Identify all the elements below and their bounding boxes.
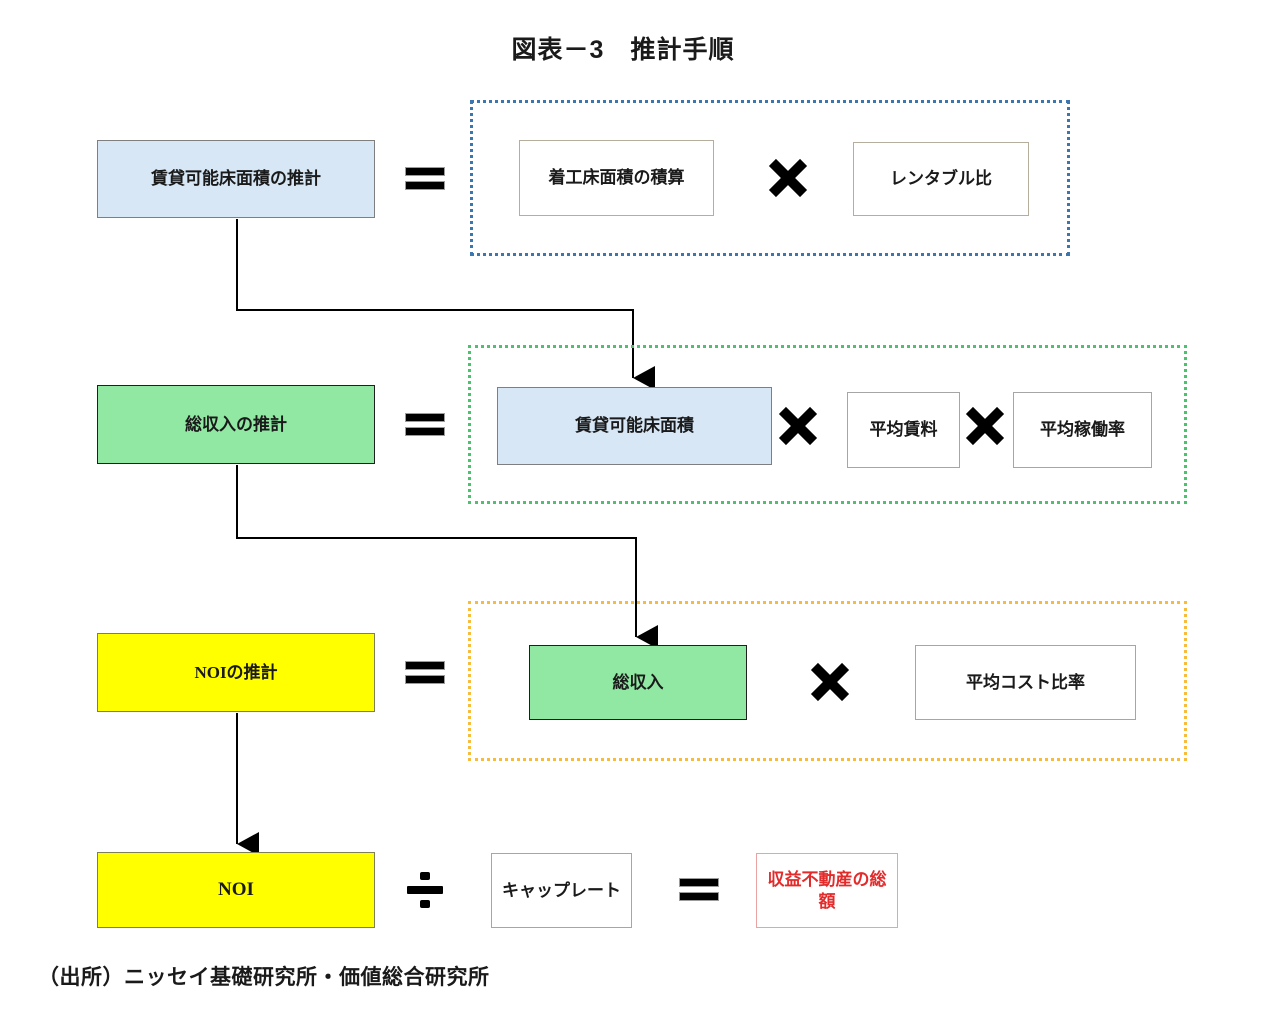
box-label: キャップレート [502, 880, 621, 900]
equals-icon [679, 878, 719, 901]
box-income-real-estate-total: 収益不動産の総額 [756, 853, 898, 928]
box-label: 賃貸可能床面積の推計 [151, 169, 321, 189]
equals-icon [405, 661, 445, 684]
box-gross-income-estimation: 総収入の推計 [97, 385, 375, 464]
multiply-icon [768, 158, 808, 198]
box-label: 総収入 [612, 672, 664, 692]
multiply-icon [965, 406, 1005, 446]
box-rentable-floor-area: 賃貸可能床面積 [497, 387, 772, 465]
box-cap-rate: キャップレート [491, 853, 632, 928]
box-label: 着工床面積の積算 [548, 168, 685, 188]
box-average-cost-ratio: 平均コスト比率 [915, 645, 1136, 720]
box-rentable-floor-area-estimation: 賃貸可能床面積の推計 [97, 140, 375, 218]
box-rentable-ratio: レンタブル比 [853, 142, 1029, 216]
box-average-occupancy-rate: 平均稼働率 [1013, 392, 1152, 468]
divide-icon [406, 872, 444, 908]
box-average-rent: 平均賃料 [847, 392, 960, 468]
box-label: 賃貸可能床面積 [575, 416, 694, 436]
group-step1-formula [470, 100, 1070, 256]
group-step3-formula [468, 601, 1187, 761]
box-gross-income: 総収入 [529, 645, 747, 720]
box-label: 収益不動産の総額 [767, 870, 887, 911]
source-note: （出所）ニッセイ基礎研究所・価値総合研究所 [38, 966, 490, 989]
box-label: レンタブル比 [890, 169, 992, 189]
box-label: 平均賃料 [869, 420, 938, 440]
equals-icon [405, 413, 445, 436]
diagram-title: 図表－3 推計手順 [511, 36, 735, 64]
group-step2-formula [468, 345, 1187, 504]
box-noi: NOI [97, 852, 375, 928]
box-label: 平均コスト比率 [966, 672, 1085, 692]
box-label: 総収入の推計 [185, 414, 287, 434]
box-construction-start-floor-area: 着工床面積の積算 [519, 140, 714, 216]
box-label: NOIの推計 [194, 662, 278, 682]
multiply-icon [810, 662, 850, 702]
multiply-icon [778, 406, 818, 446]
box-noi-estimation: NOIの推計 [97, 633, 375, 712]
equals-icon [405, 167, 445, 190]
box-label: 平均稼働率 [1040, 420, 1125, 440]
box-label: NOI [218, 879, 254, 901]
